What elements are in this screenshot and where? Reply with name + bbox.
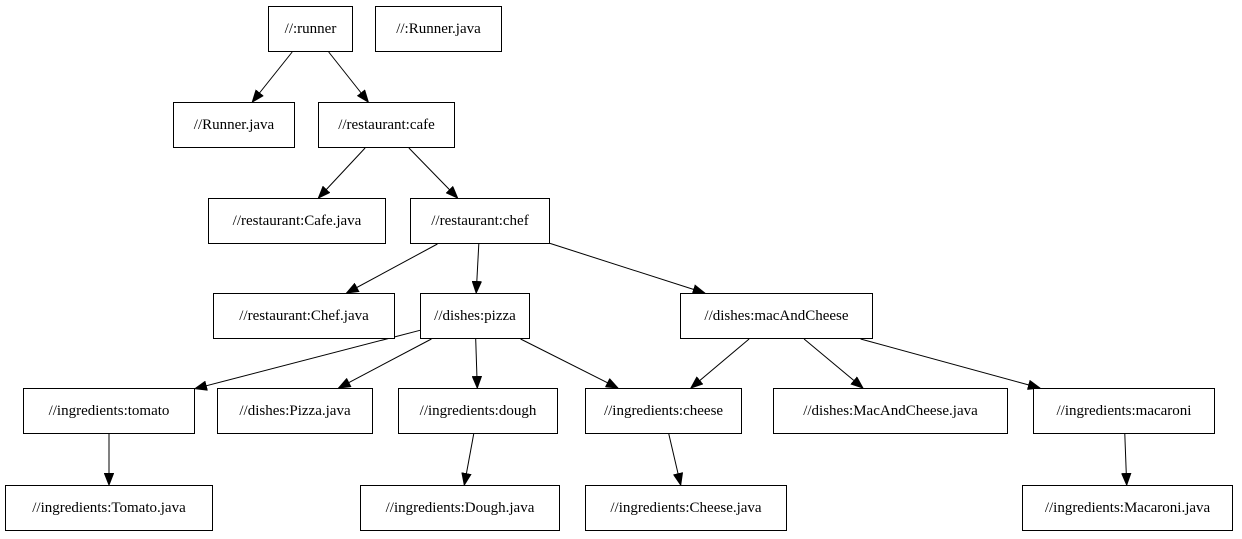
node-label-mac-and-cheese-java: //dishes:MacAndCheese.java	[803, 402, 978, 419]
node-runner-java: //Runner.java	[173, 102, 295, 148]
node-tomato: //ingredients:tomato	[23, 388, 195, 434]
node-label-pizza: //dishes:pizza	[434, 307, 516, 324]
node-dough-java: //ingredients:Dough.java	[360, 485, 560, 531]
edge-mac-and-cheese-to-cheese	[691, 338, 750, 388]
edge-runner-to-cafe	[328, 51, 369, 102]
node-macaroni-java: //ingredients:Macaroni.java	[1022, 485, 1233, 531]
edge-pizza-to-pizza-java	[339, 338, 432, 388]
node-chef-java: //restaurant:Chef.java	[213, 293, 395, 339]
node-cheese-java: //ingredients:Cheese.java	[585, 485, 787, 531]
node-label-cheese-java: //ingredients:Cheese.java	[610, 499, 762, 516]
node-label-chef: //restaurant:chef	[431, 212, 529, 229]
edge-macaroni-to-macaroni-java	[1125, 433, 1127, 485]
node-label-tomato-java: //ingredients:Tomato.java	[32, 499, 186, 516]
node-label-cafe: //restaurant:cafe	[338, 116, 435, 133]
edge-dough-to-dough-java	[464, 433, 475, 485]
node-runner: //:runner	[268, 6, 353, 52]
node-cheese: //ingredients:cheese	[585, 388, 742, 434]
node-chef: //restaurant:chef	[410, 198, 550, 244]
node-cafe-java: //restaurant:Cafe.java	[208, 198, 386, 244]
node-label-mac-and-cheese: //dishes:macAndCheese	[704, 307, 849, 324]
node-macaroni: //ingredients:macaroni	[1033, 388, 1215, 434]
edge-mac-and-cheese-to-mac-and-cheese-java	[803, 338, 863, 388]
node-label-runner-java-root: //:Runner.java	[396, 20, 481, 37]
node-label-chef-java: //restaurant:Chef.java	[239, 307, 369, 324]
node-label-cheese: //ingredients:cheese	[603, 402, 724, 419]
node-label-runner: //:runner	[284, 20, 337, 37]
edge-runner-to-runner-java	[252, 51, 293, 102]
node-label-macaroni-java: //ingredients:Macaroni.java	[1044, 499, 1211, 516]
node-label-tomato: //ingredients:tomato	[48, 402, 170, 419]
node-label-cafe-java: //restaurant:Cafe.java	[232, 212, 362, 229]
node-label-runner-java: //Runner.java	[193, 116, 275, 133]
node-tomato-java: //ingredients:Tomato.java	[5, 485, 213, 531]
edge-mac-and-cheese-to-macaroni	[860, 338, 1040, 388]
edge-cafe-to-chef	[408, 147, 458, 198]
edge-chef-to-mac-and-cheese	[549, 242, 705, 293]
node-label-pizza-java: //dishes:Pizza.java	[239, 402, 351, 419]
edge-pizza-to-tomato	[195, 329, 421, 388]
node-pizza: //dishes:pizza	[420, 293, 530, 339]
edge-pizza-to-dough	[476, 338, 478, 388]
node-label-dough-java: //ingredients:Dough.java	[385, 499, 535, 516]
node-dough: //ingredients:dough	[398, 388, 558, 434]
node-mac-and-cheese: //dishes:macAndCheese	[680, 293, 873, 339]
node-cafe: //restaurant:cafe	[318, 102, 455, 148]
node-pizza-java: //dishes:Pizza.java	[217, 388, 373, 434]
edge-cafe-to-cafe-java	[318, 147, 366, 198]
edge-chef-to-chef-java	[347, 243, 438, 293]
edge-pizza-to-cheese	[520, 338, 618, 388]
node-mac-and-cheese-java: //dishes:MacAndCheese.java	[773, 388, 1008, 434]
node-runner-java-root: //:Runner.java	[375, 6, 502, 52]
edge-cheese-to-cheese-java	[668, 433, 681, 485]
node-label-macaroni: //ingredients:macaroni	[1056, 402, 1192, 419]
node-label-dough: //ingredients:dough	[419, 402, 537, 419]
edge-chef-to-pizza	[476, 243, 479, 293]
